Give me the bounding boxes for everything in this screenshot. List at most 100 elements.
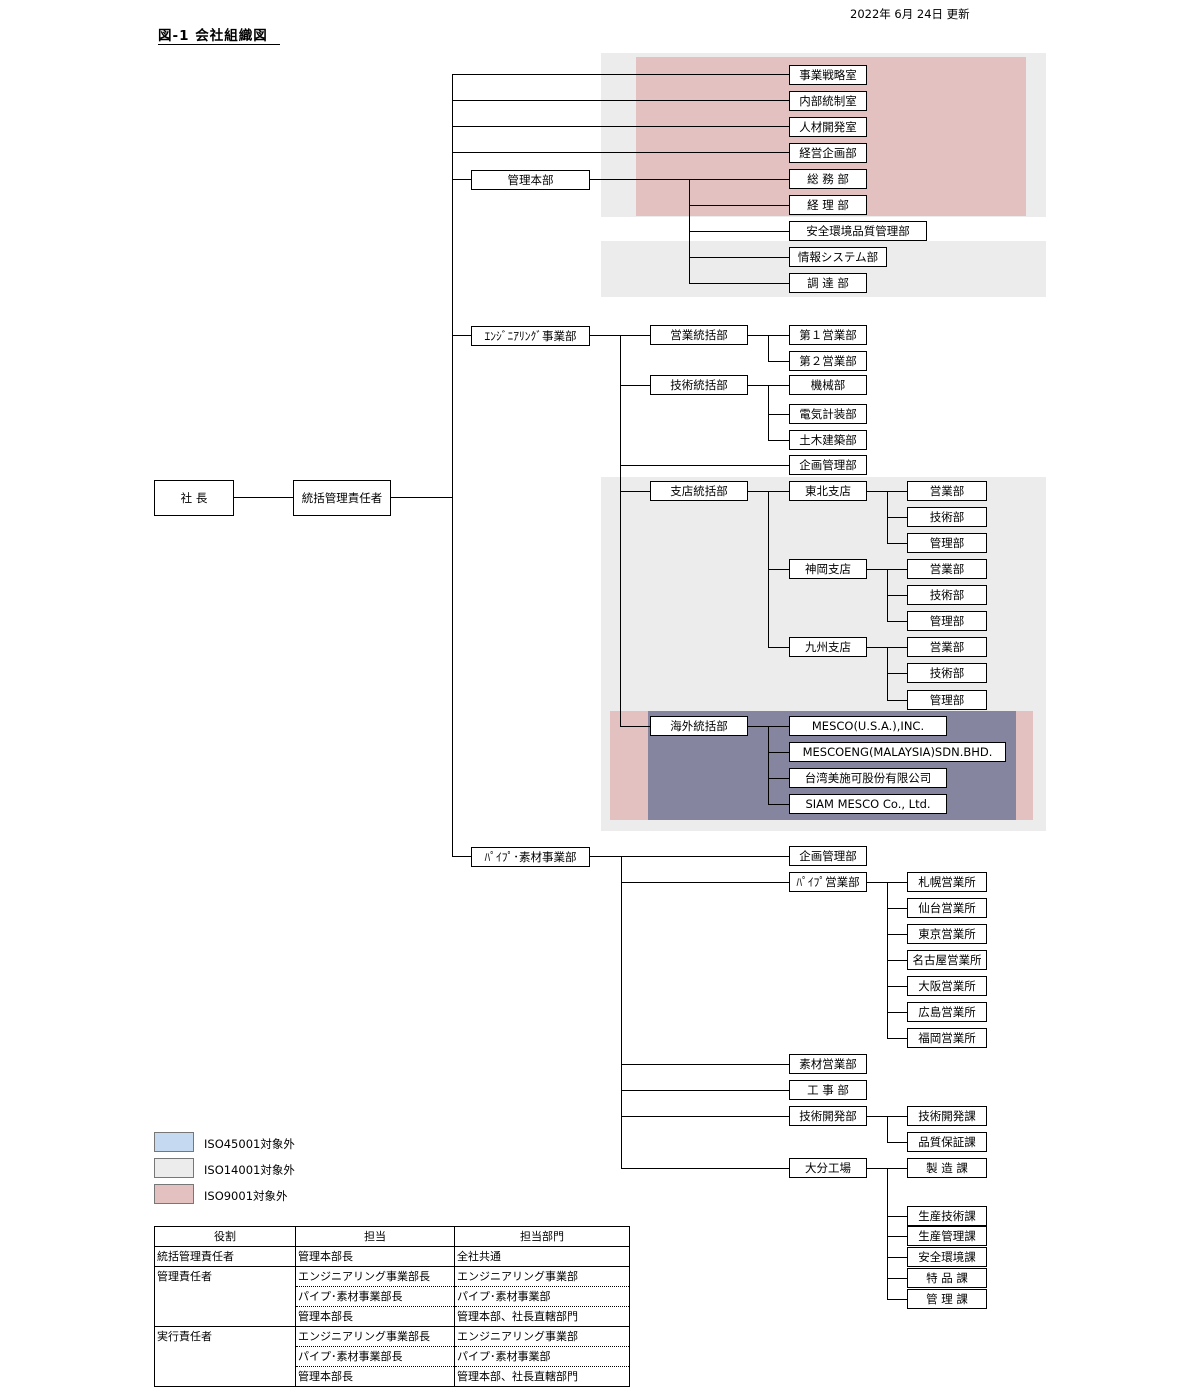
plant-section-production-tech-box: 生産技術課 [907, 1206, 987, 1226]
mesco-malaysia-box: MESCOENG(MALAYSIA)SDN.BHD. [789, 742, 1006, 762]
safety-env-quality-box: 安全環境品質管理部 [789, 221, 927, 241]
tohoku-admin-box: 管理部 [907, 533, 987, 553]
tech-hq-box: 技術統括部 [650, 375, 748, 395]
roles-header-department: 担当部門 [454, 1226, 630, 1247]
accounting-box: 経 理 部 [789, 195, 867, 215]
siam-mesco-box: SIAM MESCO Co., Ltd. [789, 794, 947, 814]
page-title: 図-1 会社組織図 [158, 24, 280, 45]
mesco-usa-box: MESCO(U.S.A.),INC. [789, 716, 947, 736]
office-tokyo-box: 東京営業所 [907, 924, 987, 944]
mesco-taiwan-box: 台湾美施可股份有限公司 [789, 768, 947, 788]
general-affairs-box: 総 務 部 [789, 169, 867, 189]
sales-hq-box: 営業統括部 [650, 325, 748, 345]
kobe-tech-box: 技術部 [907, 585, 987, 605]
sales-1-box: 第１営業部 [789, 325, 867, 345]
table-row: 実行責任者 エンジニアリング事業部長 エンジニアリング事業部 [154, 1326, 630, 1347]
mechanical-box: 機械部 [789, 375, 867, 395]
department-cell: パイプ･素材事業部 [454, 1286, 630, 1307]
procurement-box: 調 達 部 [789, 273, 867, 293]
office-sendai-box: 仙台営業所 [907, 898, 987, 918]
legend-label-iso9001: ISO9001対象外 [204, 1189, 288, 1203]
eng-planning-mgmt-box: 企画管理部 [789, 455, 867, 475]
legend-label-iso45001: ISO45001対象外 [204, 1137, 295, 1151]
role-cell [154, 1306, 296, 1327]
assignee-cell: 管理本部長 [295, 1246, 455, 1267]
department-cell: 管理本部、社長直轄部門 [454, 1306, 630, 1327]
department-cell: エンジニアリング事業部 [454, 1326, 630, 1347]
plant-section-safety-env-box: 安全環境課 [907, 1247, 987, 1267]
kyushu-admin-box: 管理部 [907, 690, 987, 710]
table-row: 管理責任者 エンジニアリング事業部長 エンジニアリング事業部 [154, 1266, 630, 1287]
general-manager-box: 統括管理責任者 [293, 480, 391, 516]
kobe-sales-box: 営業部 [907, 559, 987, 579]
plant-section-special-box: 特 品 課 [907, 1268, 987, 1288]
department-cell: 全社共通 [454, 1246, 630, 1267]
kyushu-sales-box: 営業部 [907, 637, 987, 657]
material-sales-box: 素材営業部 [789, 1054, 867, 1074]
kobe-branch-box: 神岡支店 [789, 559, 867, 579]
roles-table: 役割 担当 担当部門 統括管理責任者 管理本部長 全社共通 管理責任者 エンジニ… [154, 1226, 630, 1387]
tech-dev-section-box: 技術開発課 [907, 1106, 987, 1126]
assignee-cell: 管理本部長 [295, 1366, 455, 1387]
office-fukuoka-box: 福岡営業所 [907, 1028, 987, 1048]
role-cell: 統括管理責任者 [154, 1246, 296, 1267]
table-row: パイプ･素材事業部長 パイプ･素材事業部 [154, 1286, 630, 1307]
legend-swatch-iso45001 [154, 1132, 194, 1152]
branch-hq-box: 支店統括部 [650, 481, 748, 501]
engineering-division-box: ｴﾝｼﾞﾆｱﾘﾝｸﾞ事業部 [471, 326, 590, 346]
admin-hq-box: 管理本部 [471, 170, 590, 190]
role-cell [154, 1346, 296, 1367]
internal-control-box: 内部統制室 [789, 91, 867, 111]
manufacturing-section-box: 製 造 課 [907, 1158, 987, 1178]
sales-2-box: 第２営業部 [789, 351, 867, 371]
table-row: 統括管理責任者 管理本部長 全社共通 [154, 1246, 630, 1267]
assignee-cell: 管理本部長 [295, 1306, 455, 1327]
role-cell: 実行責任者 [154, 1326, 296, 1347]
overseas-hq-box: 海外統括部 [650, 716, 748, 736]
construction-box: 工 事 部 [789, 1080, 867, 1100]
department-cell: 管理本部、社長直轄部門 [454, 1366, 630, 1387]
electrical-box: 電気計装部 [789, 404, 867, 424]
table-row: 管理本部長 管理本部、社長直轄部門 [154, 1306, 630, 1327]
pipe-division-box: ﾊﾟｲﾌﾟ･素材事業部 [471, 847, 590, 867]
roles-header-assignee: 担当 [295, 1226, 455, 1247]
info-systems-box: 情報システム部 [789, 247, 887, 267]
oita-plant-box: 大分工場 [789, 1158, 867, 1178]
strategy-office-box: 事業戦略室 [789, 65, 867, 85]
office-nagoya-box: 名古屋営業所 [907, 950, 987, 970]
update-date: 2022年 6月 24日 更新 [850, 7, 970, 21]
corporate-planning-box: 経営企画部 [789, 143, 867, 163]
tohoku-tech-box: 技術部 [907, 507, 987, 527]
department-cell: エンジニアリング事業部 [454, 1266, 630, 1287]
hr-development-box: 人材開発室 [789, 117, 867, 137]
kyushu-tech-box: 技術部 [907, 663, 987, 683]
pipe-planning-mgmt-box: 企画管理部 [789, 846, 867, 866]
table-row: 管理本部長 管理本部、社長直轄部門 [154, 1366, 630, 1387]
role-cell: 管理責任者 [154, 1266, 296, 1287]
office-osaka-box: 大阪営業所 [907, 976, 987, 996]
assignee-cell: エンジニアリング事業部長 [295, 1266, 455, 1287]
role-cell [154, 1286, 296, 1307]
plant-section-production-mgmt-box: 生産管理課 [907, 1226, 987, 1246]
civil-box: 土木建築部 [789, 430, 867, 450]
role-cell [154, 1366, 296, 1387]
kobe-admin-box: 管理部 [907, 611, 987, 631]
legend-swatch-iso14001 [154, 1158, 194, 1178]
tech-dev-box: 技術開発部 [789, 1106, 867, 1126]
table-row: パイプ･素材事業部長 パイプ･素材事業部 [154, 1346, 630, 1367]
office-hiroshima-box: 広島営業所 [907, 1002, 987, 1022]
qa-section-box: 品質保証課 [907, 1132, 987, 1152]
office-sapporo-box: 札幌営業所 [907, 872, 987, 892]
assignee-cell: パイプ･素材事業部長 [295, 1286, 455, 1307]
tohoku-sales-box: 営業部 [907, 481, 987, 501]
plant-section-admin-box: 管 理 課 [907, 1289, 987, 1309]
kyushu-branch-box: 九州支店 [789, 637, 867, 657]
roles-header-role: 役割 [154, 1226, 296, 1247]
roles-table-header: 役割 担当 担当部門 [154, 1226, 630, 1247]
legend-swatch-iso9001 [154, 1184, 194, 1204]
president-box: 社 長 [154, 480, 234, 516]
legend-label-iso14001: ISO14001対象外 [204, 1163, 295, 1177]
pipe-sales-box: ﾊﾟｲﾌﾟ営業部 [789, 872, 867, 892]
department-cell: パイプ･素材事業部 [454, 1346, 630, 1367]
tohoku-branch-box: 東北支店 [789, 481, 867, 501]
